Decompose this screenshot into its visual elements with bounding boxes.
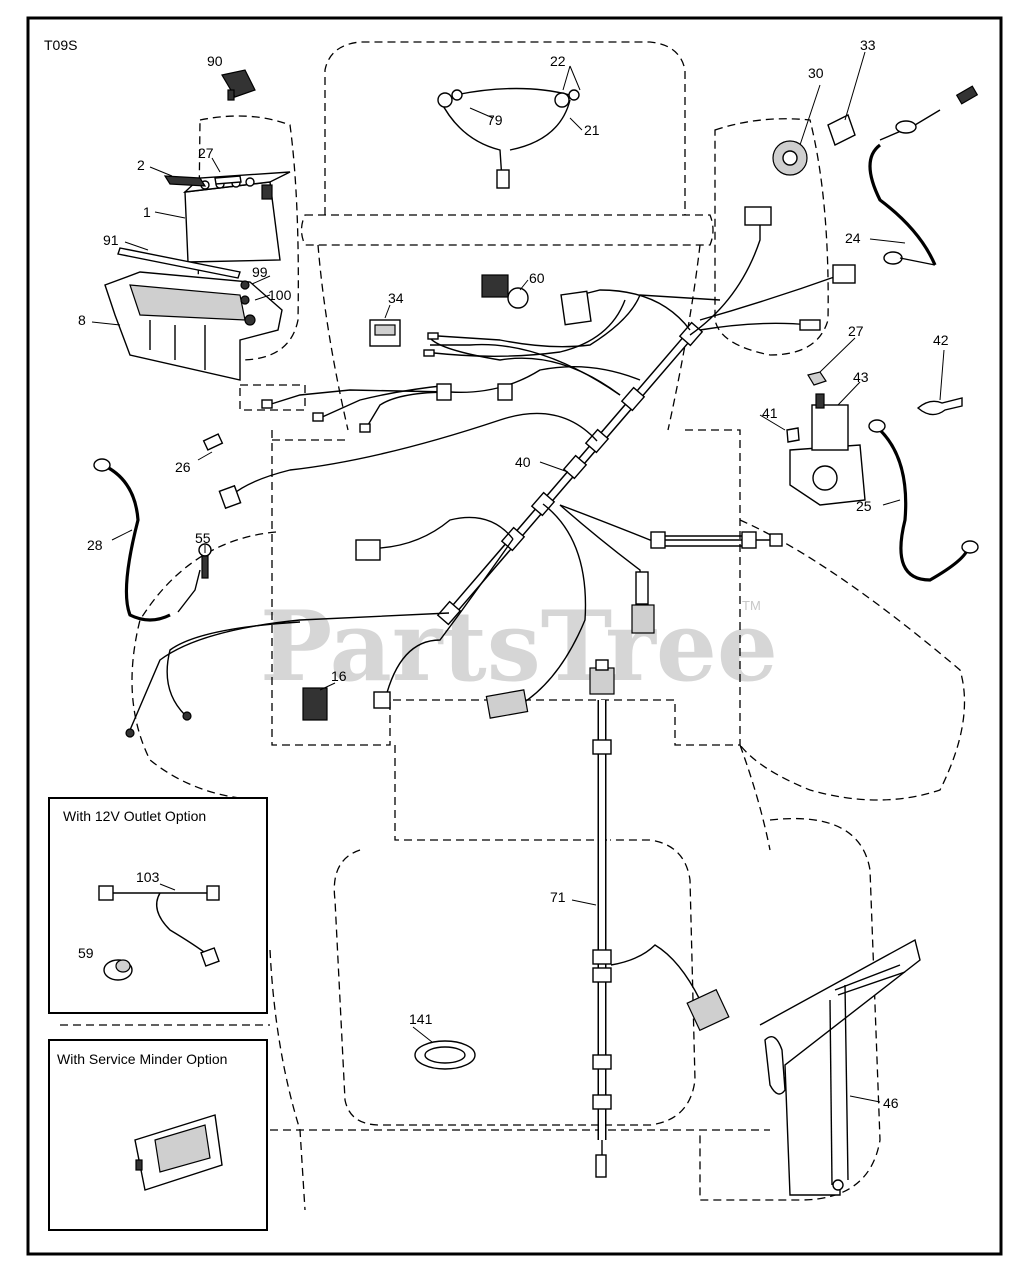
main-wiring-harness — [129, 220, 841, 731]
left-cables — [93, 458, 212, 738]
callout-21: 21 — [584, 122, 600, 138]
callout-1: 1 — [143, 204, 151, 220]
callout-40: 40 — [515, 454, 531, 470]
inset-minder-title: With Service Minder Option — [57, 1051, 227, 1067]
callout-24: 24 — [845, 230, 861, 246]
inset-service-minder: With Service Minder Option — [48, 1039, 268, 1231]
callout-22: 22 — [550, 53, 566, 69]
leader-lines — [91, 51, 945, 1186]
callout-99: 99 — [252, 264, 268, 280]
callout-100: 100 — [268, 287, 292, 303]
diagram-frame — [26, 16, 1003, 1256]
battery-group — [104, 69, 291, 381]
callout-90: 90 — [207, 53, 223, 69]
callout-labels: T09S 90 22 33 30 79 21 2 27 1 24 91 60 9… — [44, 37, 949, 1111]
callout-60: 60 — [529, 270, 545, 286]
callout-91: 91 — [103, 232, 119, 248]
callout-8: 8 — [78, 312, 86, 328]
callout-103: 103 — [136, 869, 160, 885]
callout-55: 55 — [195, 530, 211, 546]
callout-27-right: 27 — [848, 323, 864, 339]
callout-2: 2 — [137, 157, 145, 173]
rear-harness — [589, 659, 730, 1178]
switch-parts — [202, 206, 856, 721]
right-side-parts — [772, 85, 979, 582]
watermark-trademark: TM — [742, 598, 761, 613]
callout-33: 33 — [860, 37, 876, 53]
callout-30: 30 — [808, 65, 824, 81]
callout-79: 79 — [487, 112, 503, 128]
headlight-assembly — [437, 87, 580, 189]
callout-43: 43 — [853, 369, 869, 385]
callout-29: 141 — [409, 1011, 433, 1027]
callout-41: 41 — [762, 405, 778, 421]
tractor-outline — [60, 41, 966, 1211]
diagram-code: T09S — [44, 37, 77, 53]
callout-71: 71 — [550, 889, 566, 905]
callout-25: 25 — [856, 498, 872, 514]
callout-28: 28 — [87, 537, 103, 553]
callout-141: 46 — [883, 1095, 899, 1111]
inset-12v-outlet: With 12V Outlet Option 103 59 — [48, 797, 268, 1014]
callout-27-top: 27 — [198, 145, 214, 161]
inset-12v-title: With 12V Outlet Option — [63, 808, 206, 824]
callout-42: 42 — [933, 332, 949, 348]
callout-26: 26 — [175, 459, 191, 475]
callout-34: 34 — [388, 290, 404, 306]
watermark: PartsTree — [260, 590, 778, 703]
rear-parts — [414, 938, 921, 1196]
callout-59: 59 — [78, 945, 94, 961]
callout-16: 16 — [331, 668, 347, 684]
